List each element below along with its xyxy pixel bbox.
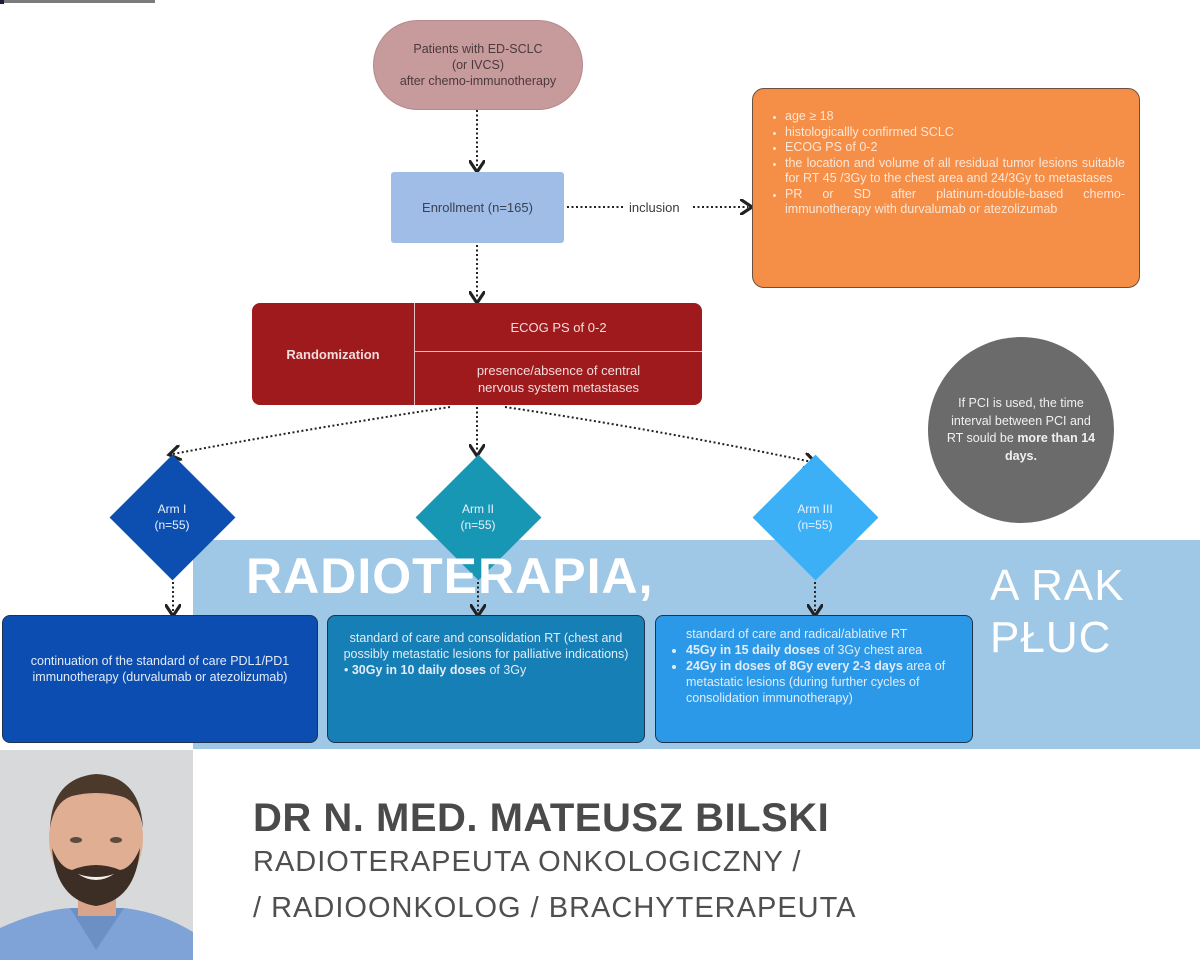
criterion-item: the location and volume of all residual … [785,156,1125,187]
arm-2-dose-rest: of 3Gy [485,663,527,677]
pci-note-circle: If PCI is used, the time interval betwee… [928,337,1114,523]
arm-3-dose1-bold: 45Gy in 15 daily doses [686,643,821,657]
pci-note-emphasis: more than 14 days. [1005,431,1096,463]
arm-3-n: (n=55) [797,518,833,532]
arm-2-n: (n=55) [460,518,496,532]
inclusion-label: inclusion [629,200,680,215]
start-node: Patients with ED-SCLC (or IVCS) after ch… [373,20,583,110]
arm-2-name: Arm II [462,502,494,516]
pci-note-text: If PCI is used, the time interval betwee… [946,396,1091,445]
enrollment-box: Enrollment (n=165) [391,172,564,243]
arm-3-dose-list: 45Gy in 15 daily doses of 3Gy chest area… [670,642,958,706]
enrollment-label: Enrollment (n=165) [422,200,533,215]
banner-title-line-2: A RAK PŁUC [990,561,1125,662]
author-role-line-1: RADIOTERAPEUTA ONKOLOGICZNY / [253,846,802,878]
arm-1-n: (n=55) [154,518,190,532]
connector-rand-arm1 [173,406,451,454]
arm-2-diamond: Arm II (n=55) [415,454,542,581]
stratification-factor-2: presence/absence of central nervous syst… [476,363,641,395]
author-portrait-illustration [0,750,193,960]
author-name: DR N. MED. MATEUSZ BILSKI [253,796,830,840]
author-role-line-2: / RADIOONKOLOG / BRACHYTERAPEUTA [253,892,857,924]
start-line-3: after chemo-immunotherapy [399,74,557,88]
stratification-factor-2-cell: presence/absence of central nervous syst… [415,353,702,405]
arm-2-dose-bold: 30Gy in 10 daily doses [351,663,486,677]
connector-rand-arm3 [504,406,812,462]
arm-3-dose-item: 24Gy in doses of 8Gy every 2-3 days area… [686,658,958,706]
criterion-item: age ≥ 18 [785,109,1125,125]
arm-2-treatment-text: standard of care and consolidation RT (c… [343,631,629,661]
start-line-2: (or IVCS) [451,58,505,72]
top-rule [0,0,155,3]
arm-2-dose-bullet: • 30Gy in 10 daily doses of 3Gy [344,663,527,677]
start-line-1: Patients with ED-SCLC [413,42,543,56]
inclusion-criteria-list: age ≥ 18 histologicallly confirmed SCLC … [769,109,1125,218]
stratification-factor-1: ECOG PS of 0-2 [415,303,702,352]
arm-3-dose2-rest: area of metastatic lesions (during furth… [686,659,946,705]
author-photo [0,750,193,960]
arm-1-name: Arm I [157,502,187,516]
arm-3-dose2-bold: 24Gy in doses of 8Gy every 2-3 days [686,659,903,673]
arm-3-diamond: Arm III (n=55) [752,454,879,581]
criterion-item: ECOG PS of 0-2 [785,140,1125,156]
arm-3-dose-item: 45Gy in 15 daily doses of 3Gy chest area [686,642,958,658]
arm-1-treatment-text: continuation of the standard of care PDL… [30,654,290,684]
top-rule-corner [0,0,4,4]
criterion-item: histologicallly confirmed SCLC [785,125,1125,141]
criterion-item: PR or SD after platinum-double-based che… [785,187,1125,218]
arm-1-treatment-box: continuation of the standard of care PDL… [2,615,318,743]
banner-title-line-1: RADIOTERAPIA, [246,548,654,604]
arm-3-dose1-rest: of 3Gy chest area [820,643,923,657]
randomization-label: Randomization [252,303,415,405]
arm-3-intro: standard of care and radical/ablative RT [686,627,908,641]
inclusion-criteria-box: age ≥ 18 histologicallly confirmed SCLC … [752,88,1140,288]
arm-3-treatment-box: standard of care and radical/ablative RT… [655,615,973,743]
arm-1-diamond: Arm I (n=55) [109,454,236,581]
arm-3-name: Arm III [797,502,833,516]
arm-2-treatment-box: standard of care and consolidation RT (c… [327,615,645,743]
randomization-box: Randomization ECOG PS of 0-2 presence/ab… [252,303,702,405]
